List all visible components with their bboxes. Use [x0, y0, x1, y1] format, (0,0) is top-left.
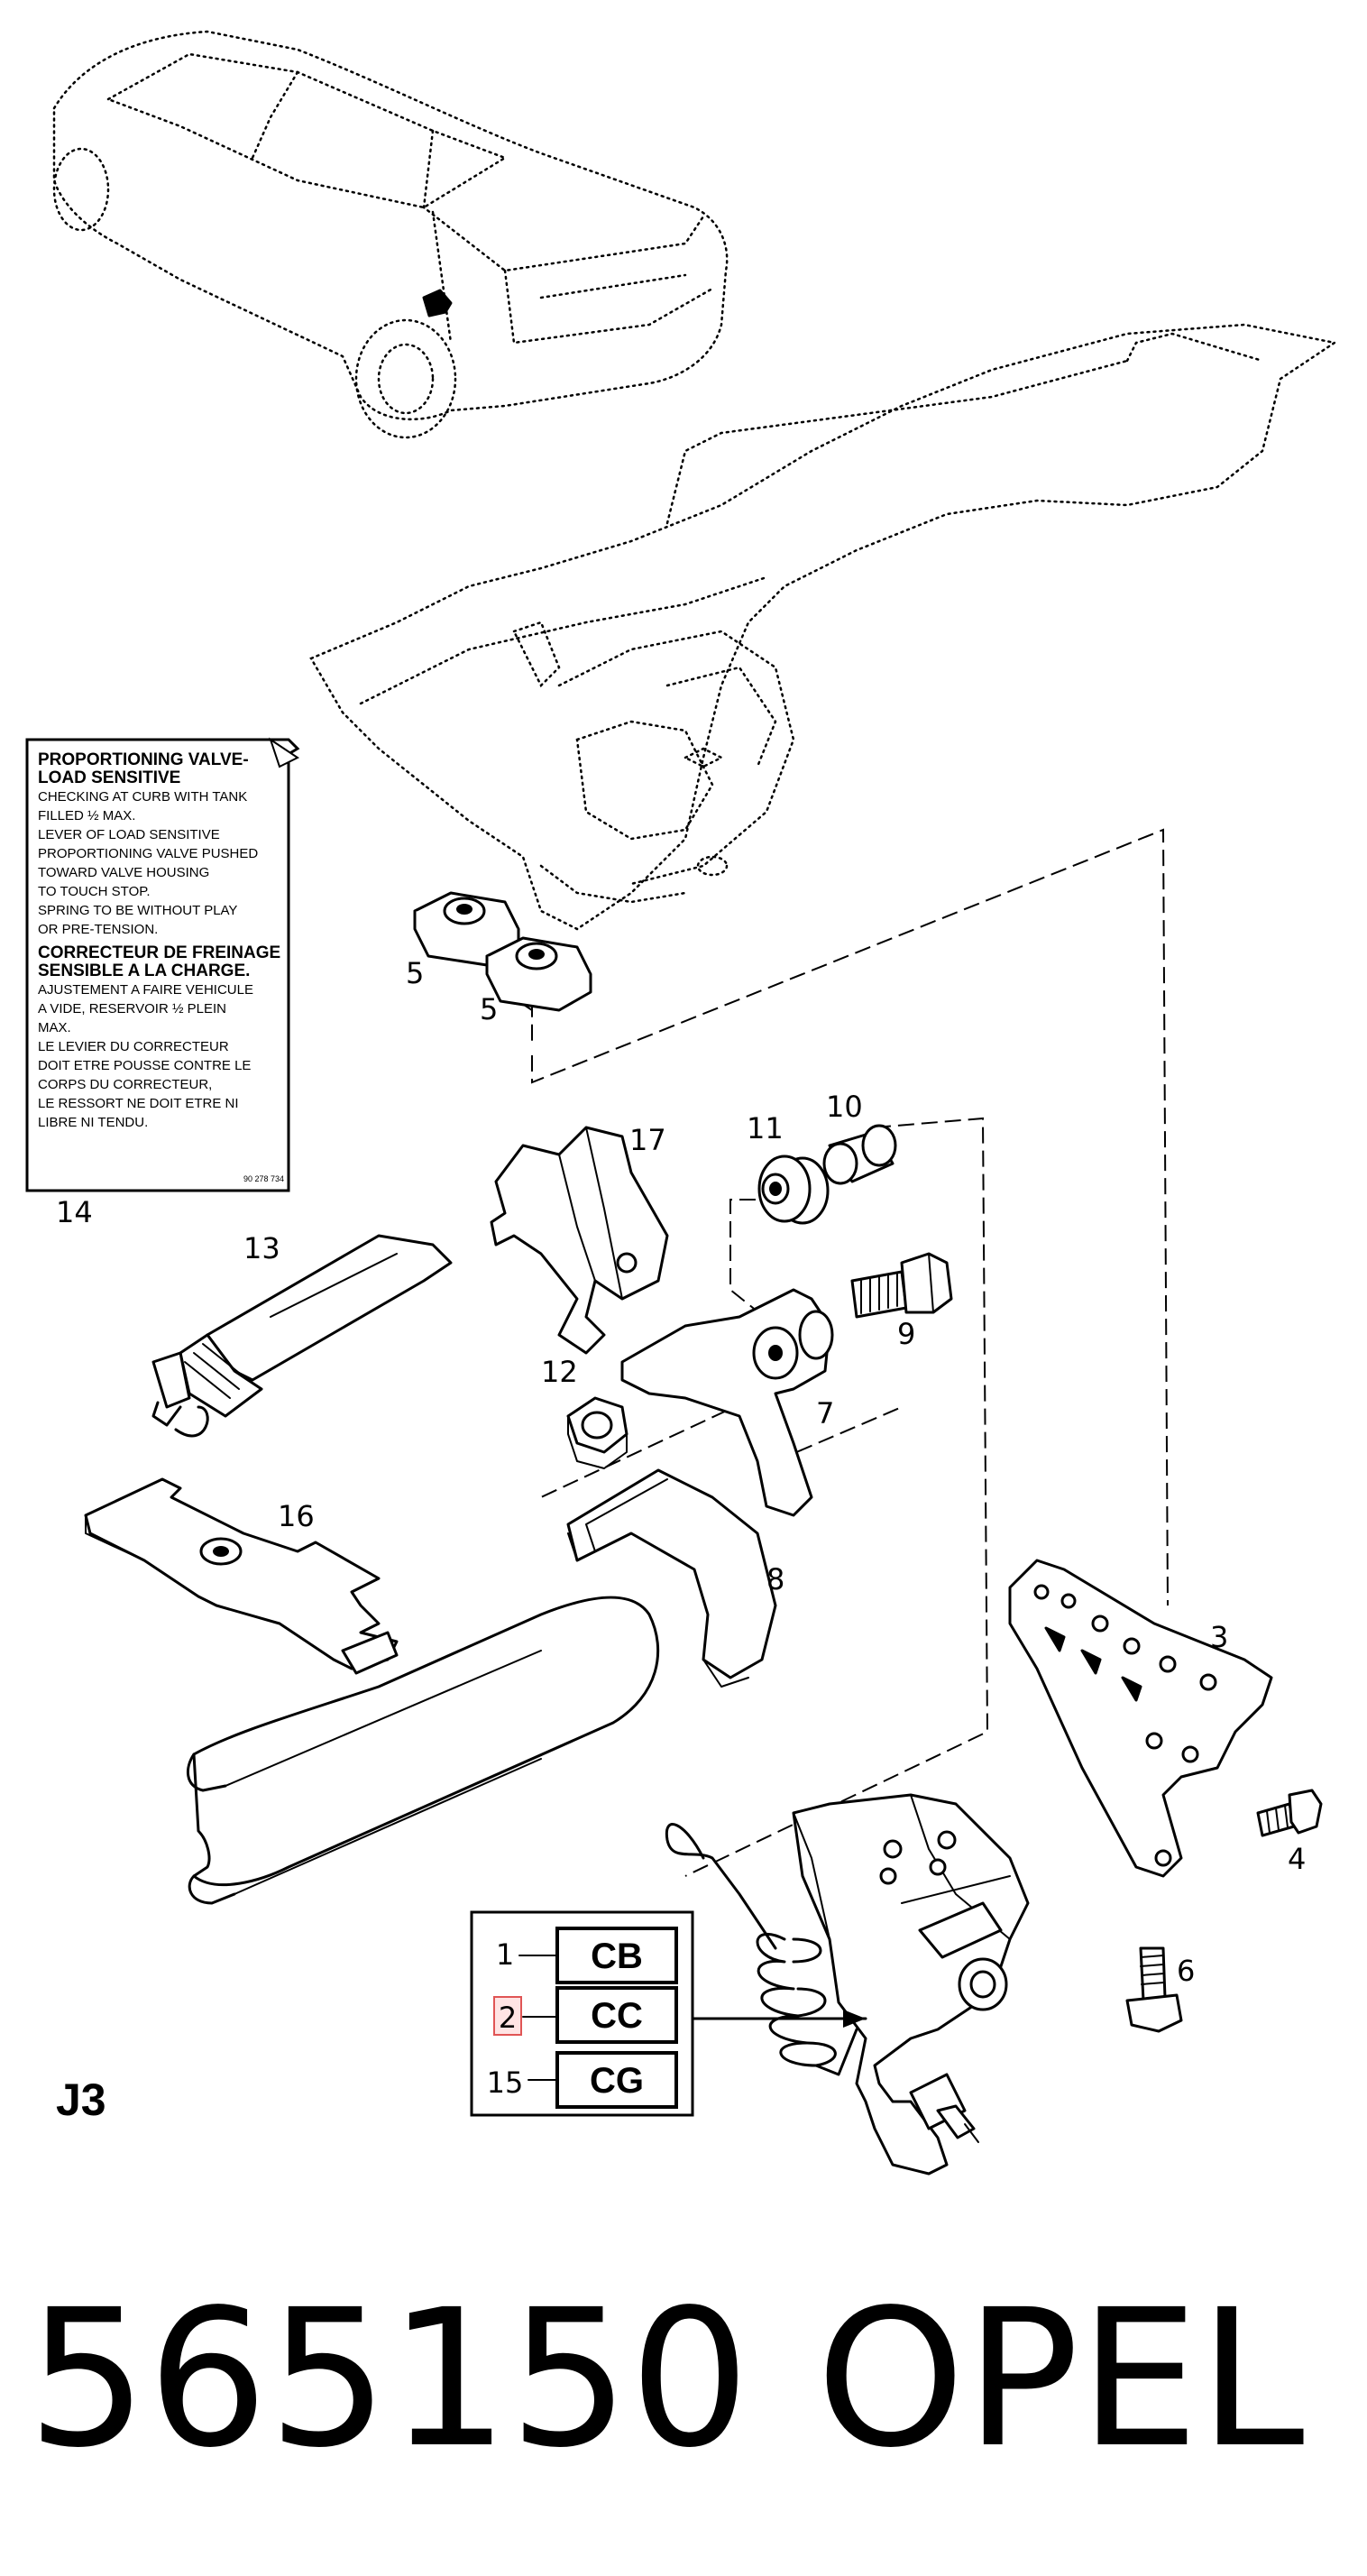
callout-13: 13 [243, 1231, 280, 1265]
label-line-8: SPRING TO BE WITHOUT PLAY [38, 903, 237, 918]
callout-17: 17 [629, 1123, 666, 1157]
code-row-2: 2 CC [499, 1986, 678, 2044]
label-reference-number: 90 278 734 [243, 1174, 284, 1183]
label-line-5: PROPORTIONING VALVE PUSHED [38, 846, 258, 861]
label-line-12: AJUSTEMENT A FAIRE VEHICULE [38, 982, 253, 998]
label-line-4: LEVER OF LOAD SENSITIVE [38, 827, 220, 842]
label-line-3: FILLED ½ MAX. [38, 808, 135, 823]
highlight-marker [493, 1996, 522, 2036]
part-12-nut [566, 1396, 628, 1469]
label-line-13: A VIDE, RESERVOIR ½ PLEIN [38, 1001, 226, 1017]
car-illustration [52, 30, 729, 439]
axle-tube-illustration [186, 1596, 660, 1905]
section-code: J3 [56, 2075, 106, 2125]
callout-8: 8 [766, 1562, 784, 1596]
part-8-clamp [566, 1468, 777, 1688]
part-17-bracket [490, 1126, 669, 1355]
label-line-9: OR PRE-TENSION. [38, 922, 158, 937]
part-5-cage-nut-lower [485, 936, 592, 1012]
callout-16: 16 [278, 1499, 315, 1533]
code-row-3-code: CG [590, 2061, 644, 2101]
part-3-mounting-plate [1008, 1559, 1273, 1878]
label-line-18: LE RESSORT NE DOIT ETRE NI [38, 1096, 239, 1111]
callout-12: 12 [541, 1355, 578, 1389]
label-line-14: MAX. [38, 1020, 71, 1035]
callout-10: 10 [826, 1090, 863, 1124]
part-5-cage-nut-upper [413, 891, 520, 967]
instruction-label-card: PROPORTIONING VALVE-LOAD SENSITIVE CHECKI… [25, 737, 300, 1192]
label-line-11: SENSIBLE A LA CHARGE. [38, 961, 250, 980]
callout-5-upper: 5 [406, 956, 424, 990]
code-row-2-code: CC [591, 1996, 643, 2036]
callout-4: 4 [1288, 1842, 1306, 1876]
label-line-1: LOAD SENSITIVE [38, 768, 180, 787]
brand-name: OPEL [816, 2268, 1305, 2489]
valve-assembly-with-spring [665, 1793, 1030, 2176]
label-line-6: TOWARD VALVE HOUSING [38, 865, 209, 880]
part-10-sleeve [822, 1124, 897, 1185]
code-row-3-number: 15 [487, 2065, 524, 2100]
code-row-3: 15 CG [487, 2051, 678, 2109]
code-row-2-number: 2 [499, 2001, 517, 2035]
callout-9: 9 [897, 1317, 915, 1351]
label-line-16: DOIT ETRE POUSSE CONTRE LE [38, 1058, 251, 1073]
part-7-lever [620, 1288, 834, 1517]
callout-numbers: 5 5 17 11 10 14 13 9 12 7 16 8 3 4 6 [56, 956, 1306, 1988]
part-9-bolt [850, 1252, 953, 1319]
part-11-rubber-bushing [757, 1155, 830, 1225]
part-number: 565150 [27, 2268, 750, 2489]
variant-code-table: 1 CB 2 CC 15 CG [470, 1910, 867, 2117]
callout-3: 3 [1210, 1620, 1228, 1654]
callout-14: 14 [56, 1195, 93, 1229]
label-line-19: LIBRE NI TENDU. [38, 1115, 148, 1130]
label-line-0: PROPORTIONING VALVE- [38, 750, 249, 769]
label-card-text: PROPORTIONING VALVE-LOAD SENSITIVE CHECKI… [38, 750, 280, 1130]
callout-11: 11 [747, 1111, 784, 1145]
label-line-17: CORPS DU CORRECTEUR, [38, 1077, 212, 1092]
code-row-1-number: 1 [496, 1937, 514, 1972]
callout-5-lower: 5 [480, 992, 498, 1026]
part-16-plate [84, 1477, 399, 1675]
label-line-2: CHECKING AT CURB WITH TANK [38, 789, 247, 805]
part-4-screw [1256, 1789, 1323, 1837]
label-line-7: TO TOUCH STOP. [38, 884, 150, 899]
callout-6: 6 [1177, 1954, 1195, 1988]
code-row-1-code: CB [591, 1937, 643, 1976]
part-6-screw [1125, 1946, 1183, 2033]
label-line-15: LE LEVIER DU CORRECTEUR [38, 1039, 229, 1054]
label-line-10: CORRECTEUR DE FREINAGE [38, 943, 280, 962]
code-row-1: 1 CB [496, 1927, 678, 1984]
part-13-proportioning-valve [151, 1234, 453, 1438]
axle-beam-illustration [309, 323, 1338, 931]
callout-7: 7 [816, 1396, 834, 1431]
